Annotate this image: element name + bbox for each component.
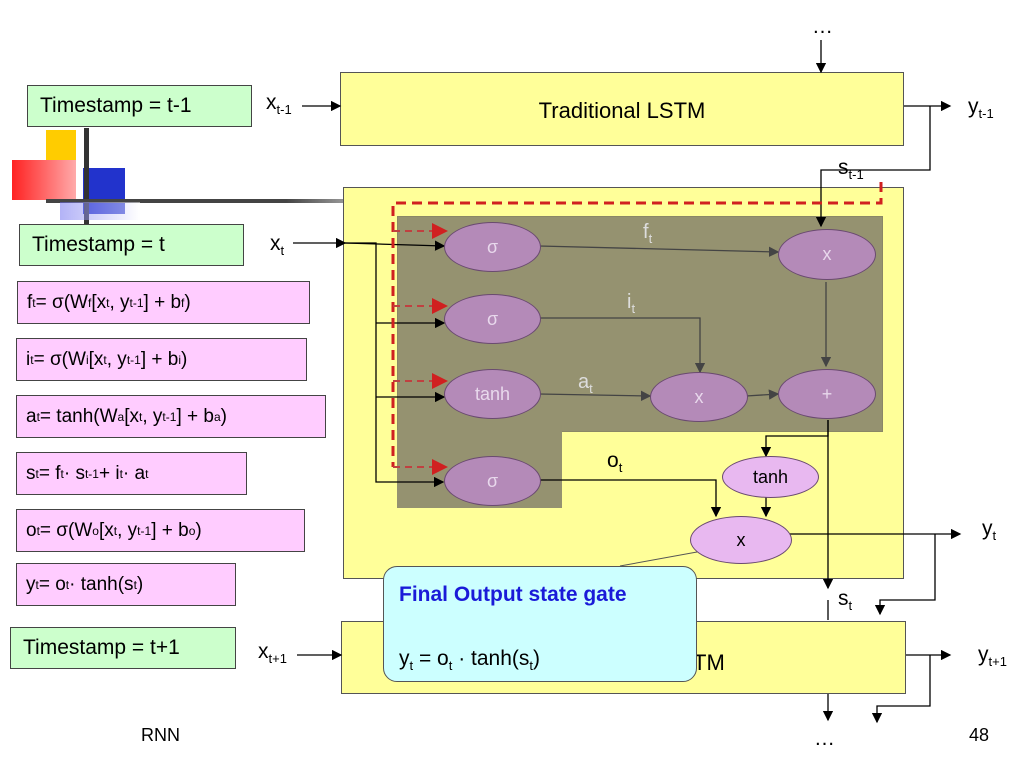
input-sigma-node: σ: [444, 294, 541, 344]
gate-label-i: it: [627, 291, 636, 316]
state-add-node: +: [778, 369, 876, 419]
traditional-lstm-label: Traditional LSTM: [538, 98, 706, 123]
state-s-current: st: [838, 587, 853, 613]
callout-title: Final Output state gate: [399, 583, 627, 606]
page-number: 48: [969, 725, 990, 745]
gate-label-o: ot: [607, 449, 623, 475]
ellipsis-bottom: …: [814, 727, 835, 750]
final-output-callout: Final Output state gate yt = ot · tanh(s…: [383, 566, 697, 682]
state-tanh-node: tanh: [722, 456, 819, 498]
ellipsis-top: …: [812, 15, 833, 38]
candidate-tanh-node: tanh: [444, 369, 541, 419]
input-x-prev: xt-1: [266, 91, 292, 117]
callout-equation: yt = ot · tanh(st): [399, 647, 541, 673]
output-y-current: yt: [982, 517, 997, 543]
timestamp-next: Timestamp = t+1: [10, 627, 236, 669]
state-s-prev: st-1: [838, 156, 864, 182]
input-multiply-node: x: [650, 372, 748, 422]
output-y-next: yt+1: [978, 643, 1007, 669]
traditional-lstm-top: Traditional LSTM: [340, 72, 904, 146]
timestamp-prev: Timestamp = t-1: [27, 85, 252, 127]
gate-label-f: ft: [643, 221, 653, 246]
gate-label-a: at: [578, 371, 593, 396]
input-x-next: xt+1: [258, 640, 287, 666]
forget-multiply-node: x: [778, 229, 876, 280]
footer-left: RNN: [141, 725, 180, 745]
timestamp-current: Timestamp = t: [19, 224, 244, 266]
output-sigma-node: σ: [444, 456, 541, 506]
input-x-current: xt: [270, 232, 285, 258]
forget-sigma-node: σ: [444, 222, 541, 272]
output-y-prev: yt-1: [968, 95, 994, 121]
output-multiply-node: x: [690, 516, 792, 564]
traditional-lstm-bottom-label: TM: [693, 650, 725, 675]
